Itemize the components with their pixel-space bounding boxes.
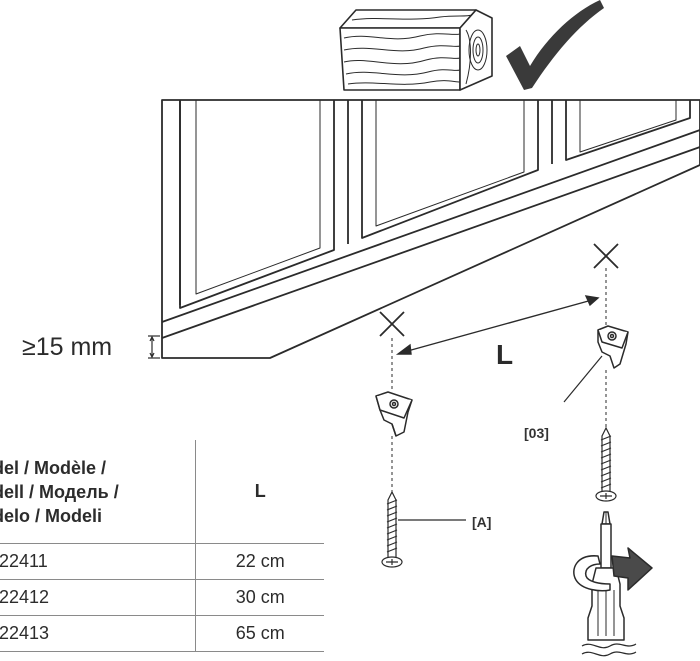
length-cell: 30 cm <box>195 579 324 616</box>
table-row: /E22413 65 cm <box>0 615 324 652</box>
mounting-bracket-icon <box>597 325 629 369</box>
length-cell: 22 cm <box>195 543 324 580</box>
model-length-table: odel / Modèle / odell / Модель / odelo /… <box>0 440 324 652</box>
table-row: /E22412 30 cm <box>0 579 324 616</box>
length-label: L <box>496 339 513 370</box>
drill-mark-icon <box>593 243 619 269</box>
model-cell: /E22413 <box>0 615 197 652</box>
guide-lines <box>391 268 607 492</box>
wood-block-icon <box>339 9 493 91</box>
table-row: /E22411 22 cm <box>0 543 324 580</box>
screw-part-label: [A] <box>472 514 491 530</box>
length-column-header: L <box>195 440 324 544</box>
model-header-line: odel / Modèle / <box>0 457 107 478</box>
screw-icon <box>381 490 403 568</box>
model-cell: /E22412 <box>0 579 197 616</box>
screw-icon <box>595 426 617 502</box>
length-dimension <box>395 295 600 355</box>
model-column-header: odel / Modèle / odell / Модель / odelo /… <box>0 440 197 544</box>
drill-mark-icon <box>379 311 405 337</box>
bracket-part-label: [03] <box>524 425 549 441</box>
model-header-line: odelo / Modeli <box>0 505 102 526</box>
table-header-row: odel / Modèle / odell / Модель / odelo /… <box>0 440 324 544</box>
mounting-bracket-icon <box>375 391 413 437</box>
bracket-leader-line <box>563 355 603 403</box>
rotation-arrow-icon <box>573 547 653 592</box>
length-cell: 65 cm <box>195 615 324 652</box>
model-cell: /E22411 <box>0 543 197 580</box>
clearance-label: ≥15 mm <box>22 333 112 361</box>
checkmark-icon <box>506 0 604 90</box>
cabinet-drawing <box>161 99 700 359</box>
clearance-dimension <box>148 335 160 359</box>
model-header-line: odell / Модель / <box>0 481 119 502</box>
